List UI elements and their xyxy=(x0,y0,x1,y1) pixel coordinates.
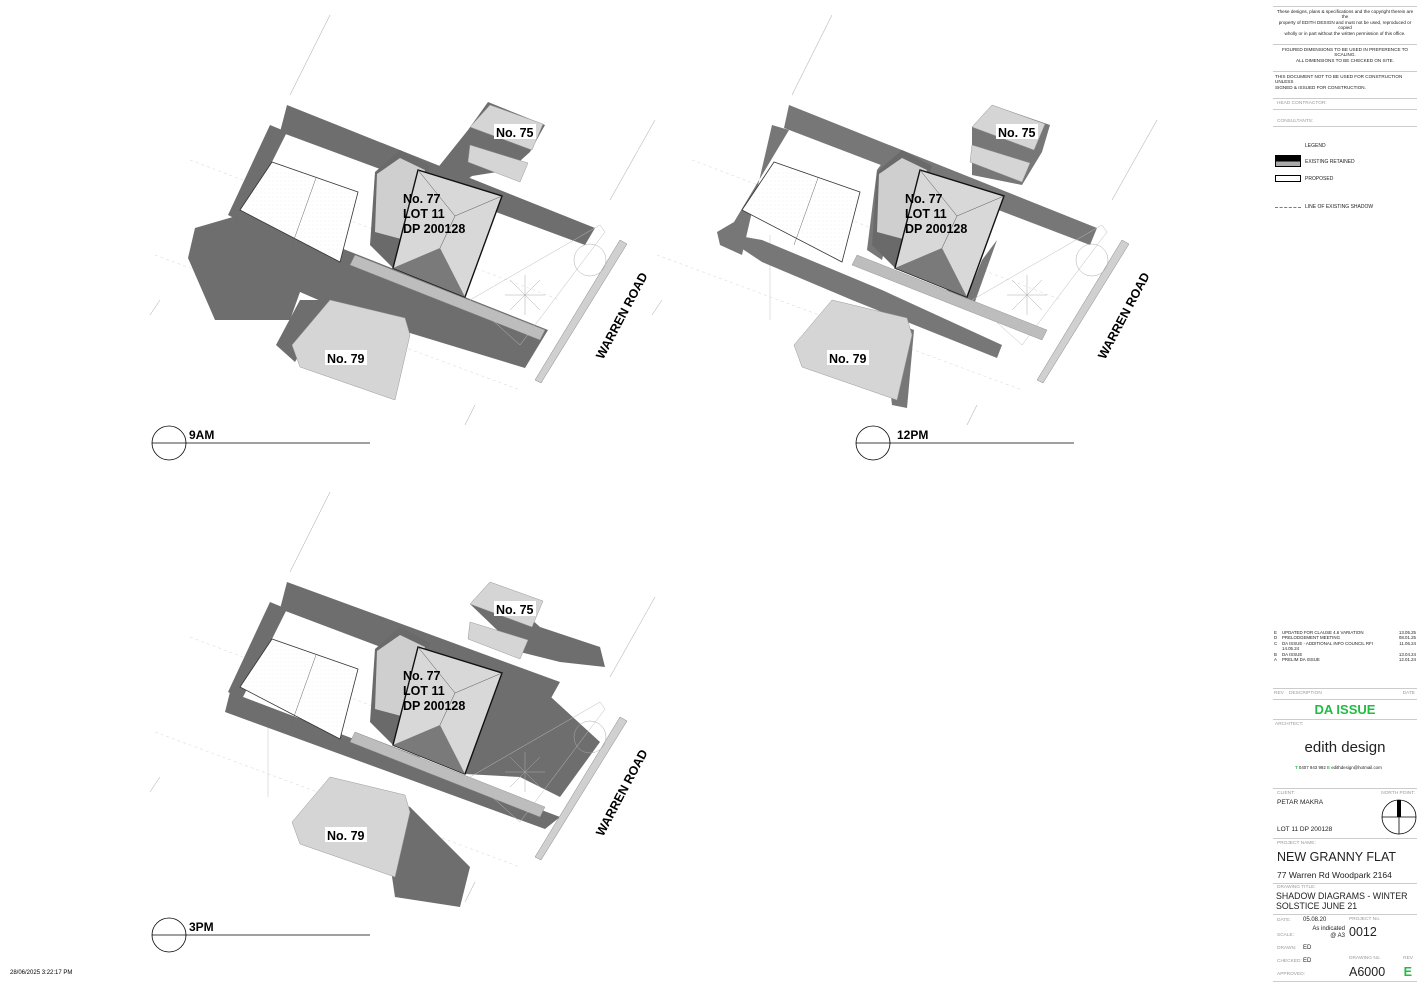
date-header: DATE xyxy=(1402,691,1415,696)
label-no79: No. 79 xyxy=(327,352,365,366)
date: 05.08.20 xyxy=(1303,917,1327,923)
architect-label: ARCHITECT: xyxy=(1275,722,1304,727)
label-no79: No. 79 xyxy=(829,352,867,366)
checked: ED xyxy=(1303,958,1312,964)
status-badge: DA ISSUE xyxy=(1314,702,1376,717)
drawn-label: DRAWN: xyxy=(1277,946,1297,951)
approved-label: APPROVED: xyxy=(1277,972,1305,977)
labels-9am: No. 75 No. 77 LOT 11 DP 200128 No. 79 WA… xyxy=(151,124,651,461)
north-label: NORTH POINT: xyxy=(1381,791,1415,796)
title-block: These designs, plans & specifications an… xyxy=(1273,0,1417,989)
labels-3pm: No. 75 No. 77 LOT 11 DP 200128 No. 79 WA… xyxy=(151,601,651,953)
label-no75: No. 75 xyxy=(998,126,1036,140)
drawing-number: A6000 xyxy=(1349,965,1386,979)
phone: 0407 943 992 xyxy=(1298,765,1326,770)
revision-date: 13.04.24 xyxy=(1398,651,1416,657)
label-dp: DP 200128 xyxy=(403,222,465,236)
time-label: 3PM xyxy=(189,920,214,934)
email[interactable]: edithdesign@hotmail.com xyxy=(1331,765,1382,770)
scale: As indicated@ A3 xyxy=(1312,926,1345,939)
revision-table: E UPDATED FOR CLAUSE 4.6 VARIATION 13.05.2… xyxy=(1273,630,1417,662)
label-no77: No. 77 xyxy=(403,192,441,206)
legend-existing-swatch xyxy=(1275,155,1301,167)
revision-description: PRELIM DA ISSUE xyxy=(1282,657,1320,663)
revision-rev: A xyxy=(1274,657,1277,663)
project-number: 0012 xyxy=(1349,925,1377,939)
revision-row: D PRELODGEMENT MEETING 08.01.25 xyxy=(1273,635,1417,640)
revision: E xyxy=(1403,965,1412,979)
construction-note: THIS DOCUMENT NOT TO BE USED FOR CONSTRU… xyxy=(1275,74,1403,90)
revision-rev: E xyxy=(1274,630,1277,635)
legend-proposed-swatch xyxy=(1275,175,1301,182)
rev-label: REV xyxy=(1403,956,1413,961)
labels-12pm: No. 75 No. 77 LOT 11 DP 200128 No. 79 WA… xyxy=(827,124,1153,461)
drawing-title-label: DRAWING TITLE: xyxy=(1277,885,1316,890)
head-contractor-label: HEAD CONTRACTOR: xyxy=(1277,101,1327,106)
label-road: WARREN ROAD xyxy=(1095,270,1152,361)
legend-proposed: PROPOSED xyxy=(1305,176,1334,182)
revision-date: 13.05.25 xyxy=(1398,630,1416,635)
time-label: 12PM xyxy=(897,428,928,442)
revision-date: 11.06.24 xyxy=(1399,640,1416,646)
date-label: DATE: xyxy=(1277,918,1291,923)
revision-date: 12.01.24 xyxy=(1398,657,1416,663)
label-lot: LOT 11 xyxy=(403,684,445,698)
panel-9am xyxy=(149,14,656,426)
label-road: WARREN ROAD xyxy=(593,747,650,838)
client: PETAR MAKRA xyxy=(1277,799,1324,806)
drawing-no-label: DRAWING No. xyxy=(1349,956,1381,961)
revision-rev: B xyxy=(1274,651,1277,657)
legend-existing: EXISTING RETAINED xyxy=(1305,159,1355,165)
email-prefix: E xyxy=(1327,765,1330,770)
revision-description: DA ISSUE - ADDITIONAL INFO COUNCIL RFI 1… xyxy=(1282,640,1373,652)
revision-row: C DA ISSUE - ADDITIONAL INFO COUNCIL RFI … xyxy=(1273,641,1417,652)
rev-header: REV xyxy=(1274,691,1284,696)
legend-title: LEGEND xyxy=(1305,143,1326,149)
legend-shadow-line xyxy=(1275,207,1301,208)
panel-3pm xyxy=(149,491,656,907)
dimensions-note: FIGURED DIMENSIONS TO BE USED IN PREFERE… xyxy=(1281,47,1408,63)
revision-description: PRELODGEMENT MEETING xyxy=(1282,635,1340,641)
label-no79: No. 79 xyxy=(327,829,365,843)
label-road: WARREN ROAD xyxy=(593,270,650,361)
client-label: CLIENT: xyxy=(1277,791,1295,796)
print-timestamp: 28/06/2025 3:22:17 PM xyxy=(10,970,73,976)
revision-row: E UPDATED FOR CLAUSE 4.6 VARIATION 13.05.2… xyxy=(1273,630,1417,635)
revision-rev: D xyxy=(1274,635,1278,641)
revision-date: 08.01.25 xyxy=(1398,635,1416,641)
consultants-label: CONSULTANTS: xyxy=(1277,119,1314,124)
time-label: 9AM xyxy=(189,428,214,442)
label-no77: No. 77 xyxy=(403,669,441,683)
project-address: 77 Warren Rd Woodpark 2164 xyxy=(1277,870,1392,880)
architect-logo: edith design xyxy=(1304,739,1386,756)
revision-row: A PRELIM DA ISSUE 12.01.24 xyxy=(1273,657,1417,662)
label-lot: LOT 11 xyxy=(905,207,947,221)
label-no75: No. 75 xyxy=(496,126,534,140)
revision-rev: C xyxy=(1274,640,1278,646)
label-lot: LOT 11 xyxy=(403,207,445,221)
checked-label: CHECKED: xyxy=(1277,959,1302,964)
revision-description: UPDATED FOR CLAUSE 4.6 VARIATION xyxy=(1282,630,1364,635)
label-no77: No. 77 xyxy=(905,192,943,206)
north-point-icon xyxy=(1381,799,1417,835)
legend-shadow: LINE OF EXISTING SHADOW xyxy=(1305,204,1374,210)
label-no75: No. 75 xyxy=(496,603,534,617)
copyright-note: These designs, plans & specifications an… xyxy=(1276,9,1414,36)
lot-dp: LOT 11 DP 200128 xyxy=(1277,826,1333,833)
label-dp: DP 200128 xyxy=(905,222,967,236)
project-no-label: PROJECT No. xyxy=(1349,917,1381,922)
description-header: DESCRIPTION xyxy=(1289,691,1322,696)
project-name: NEW GRANNY FLAT xyxy=(1277,850,1396,864)
revision-row: B DA ISSUE 13.04.24 xyxy=(1273,652,1417,657)
revision-description: DA ISSUE xyxy=(1282,651,1303,657)
project-label: PROJECT NAME: xyxy=(1277,841,1316,846)
scale-label: SCALE: xyxy=(1277,933,1295,938)
drawn: ED xyxy=(1303,945,1312,951)
label-dp: DP 200128 xyxy=(403,699,465,713)
phone-prefix: T xyxy=(1295,765,1298,770)
